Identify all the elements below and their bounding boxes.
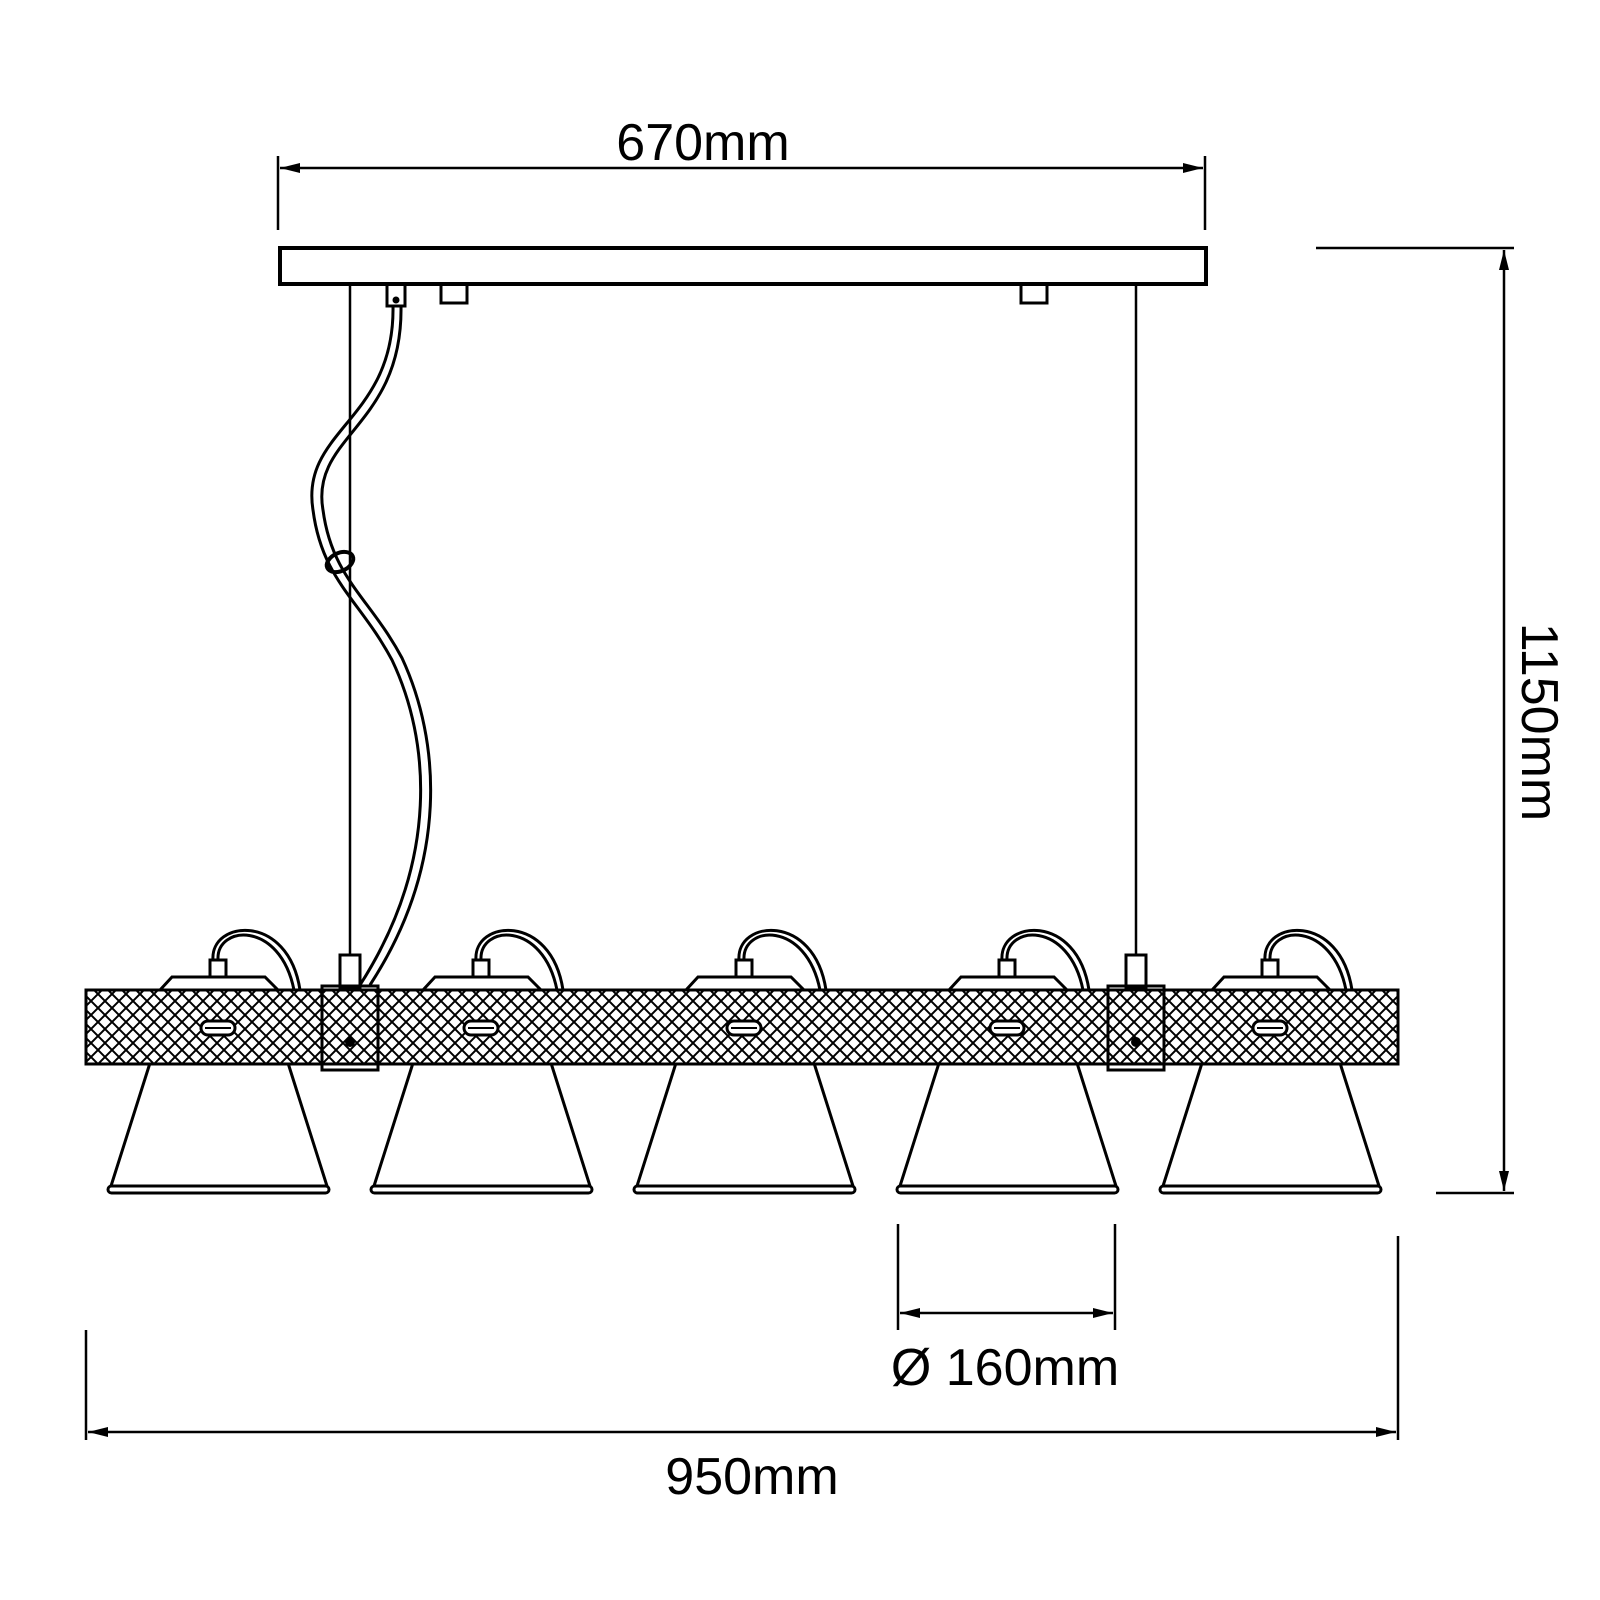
- shade-5: [1158, 1062, 1383, 1195]
- canopy-width-label: 670mm: [616, 114, 789, 172]
- shade-2: [369, 1062, 594, 1195]
- canopy-plate: [278, 246, 1208, 286]
- ceiling-canopy: [278, 246, 1208, 308]
- canopy-screw-right: [1019, 282, 1049, 305]
- shade-row: [106, 1062, 1383, 1195]
- canopy-screw-left: [439, 282, 469, 305]
- bracket-left: [320, 953, 380, 1072]
- suspension-wires: [348, 284, 1138, 955]
- socket-cap-5: [1210, 928, 1354, 992]
- mesh-beam: [84, 953, 1400, 1072]
- total-width-dimension: 950mm: [84, 1236, 1400, 1506]
- total-width-label: 950mm: [665, 1448, 838, 1506]
- power-cable: [310, 305, 433, 986]
- canopy-width-dimension: 670mm: [276, 114, 1207, 230]
- total-height-dimension: 1150mm: [1316, 246, 1568, 1195]
- cable-clip: [324, 549, 356, 575]
- socket-cap-4: [947, 928, 1091, 992]
- socket-cap-2: [421, 928, 565, 992]
- shade-diameter-dimension: Ø 160mm: [891, 1224, 1119, 1397]
- bracket-right: [1106, 953, 1166, 1072]
- total-height-label: 1150mm: [1510, 623, 1568, 821]
- socket-caps: [158, 928, 1354, 992]
- cable-entry: [385, 282, 407, 308]
- cable-entry-dot: [392, 296, 400, 304]
- socket-cap-3: [684, 928, 828, 992]
- shade-3: [632, 1062, 857, 1195]
- socket-cap-1: [158, 928, 302, 992]
- shade-4: [895, 1062, 1120, 1195]
- shade-diameter-label: Ø 160mm: [891, 1339, 1119, 1397]
- beam-knobs: [199, 1019, 1289, 1037]
- shade-1: [106, 1062, 331, 1195]
